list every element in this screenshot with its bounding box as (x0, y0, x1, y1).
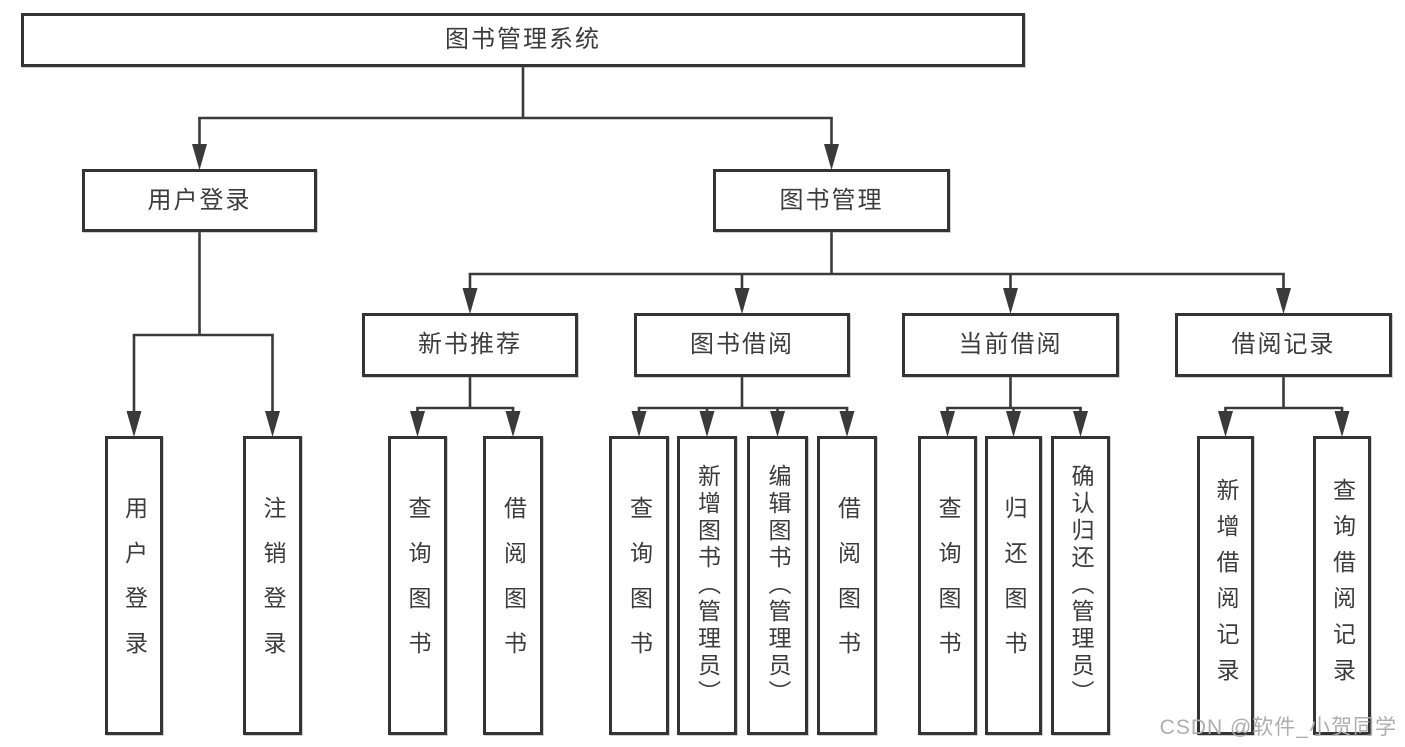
node-leaf-add-book-admin: 新增图书（管理员） (677, 436, 737, 735)
node-leaf-query-borrow-record: 查询借阅记录 (1313, 436, 1371, 735)
arrowhead-leaf-query-books-c (940, 411, 955, 437)
node-leaf-return-books: 归还图书 (985, 436, 1042, 735)
node-leaf-query-borrow-record-label: 查询借阅记录 (1329, 477, 1356, 694)
node-leaf-add-borrow-record: 新增借阅记录 (1197, 436, 1254, 735)
arrowhead-new-book-recommendation (462, 288, 478, 314)
arrowhead-book-borrowing (734, 288, 750, 314)
arrowhead-leaf-borrow-books-b (839, 411, 855, 437)
node-borrowing-records: 借阅记录 (1175, 313, 1392, 377)
arrowhead-book-management (824, 144, 839, 170)
arrowhead-leaf-add-borrow-record (1218, 411, 1233, 437)
node-leaf-query-books-b: 查询图书 (609, 436, 669, 735)
node-leaf-user-login: 用户登录 (105, 436, 163, 735)
node-leaf-add-borrow-record-label: 新增借阅记录 (1213, 477, 1239, 694)
node-leaf-borrow-books-a-label: 借阅图书 (500, 495, 527, 676)
node-leaf-query-books-a: 查询图书 (388, 436, 447, 735)
node-leaf-edit-book-admin: 编辑图书（管理员） (747, 436, 808, 735)
node-user-login: 用户登录 (82, 169, 317, 232)
node-new-book-recommendation: 新书推荐 (362, 313, 578, 377)
node-current-borrowing-label: 当前借阅 (958, 331, 1063, 358)
node-leaf-confirm-return-admin: 确认归还（管理员） (1051, 436, 1110, 735)
node-leaf-borrow-books-b: 借阅图书 (817, 436, 877, 735)
arrowhead-borrowing-records (1276, 288, 1291, 314)
arrowhead-user-login (192, 144, 207, 170)
node-system-root: 图书管理系统 (21, 13, 1025, 67)
node-leaf-borrow-books-b-label: 借阅图书 (834, 495, 861, 676)
arrowhead-leaf-return-books (1006, 411, 1021, 437)
arrowhead-leaf-borrow-books-a (505, 411, 521, 437)
node-leaf-edit-book-admin-label: 编辑图书（管理员） (765, 464, 791, 707)
arrowhead-leaf-edit-book-admin (770, 411, 785, 437)
node-leaf-query-books-b-label: 查询图书 (626, 495, 653, 676)
node-user-login-label: 用户登录 (147, 186, 252, 214)
arrowhead-leaf-query-borrow-record (1334, 411, 1350, 437)
node-book-management: 图书管理 (713, 169, 950, 232)
node-new-book-recommendation-label: 新书推荐 (418, 331, 522, 358)
arrowhead-leaf-user-login (126, 411, 142, 437)
node-book-management-label: 图书管理 (779, 186, 884, 214)
node-leaf-query-books-c-label: 查询图书 (935, 495, 961, 676)
node-leaf-query-books-c: 查询图书 (918, 436, 977, 735)
node-leaf-logout-label: 注销登录 (260, 495, 286, 676)
node-leaf-borrow-books-a: 借阅图书 (483, 436, 543, 735)
node-leaf-return-books-label: 归还图书 (1001, 495, 1027, 676)
node-current-borrowing: 当前借阅 (902, 313, 1119, 377)
node-leaf-user-login-label: 用户登录 (121, 495, 148, 676)
node-leaf-logout: 注销登录 (243, 436, 302, 735)
csdn-watermark: CSDN @软件_小贺同学 (1159, 716, 1397, 739)
node-system-root-label: 图书管理系统 (445, 26, 601, 53)
node-book-borrowing-label: 图书借阅 (690, 331, 794, 358)
node-leaf-query-books-a-label: 查询图书 (405, 495, 431, 676)
node-leaf-add-book-admin-label: 新增图书（管理员） (694, 464, 721, 707)
node-leaf-confirm-return-admin-label: 确认归还（管理员） (1068, 464, 1094, 707)
arrowhead-current-borrowing (1003, 288, 1018, 314)
arrowhead-leaf-query-books-b (631, 411, 647, 437)
arrowhead-leaf-query-books-a (410, 411, 425, 437)
arrowhead-leaf-logout (265, 411, 280, 437)
arrowhead-leaf-confirm-return-admin (1073, 411, 1088, 437)
arrowhead-leaf-add-book-admin (699, 411, 715, 437)
node-book-borrowing: 图书借阅 (634, 313, 850, 377)
node-borrowing-records-label: 借阅记录 (1231, 331, 1336, 358)
